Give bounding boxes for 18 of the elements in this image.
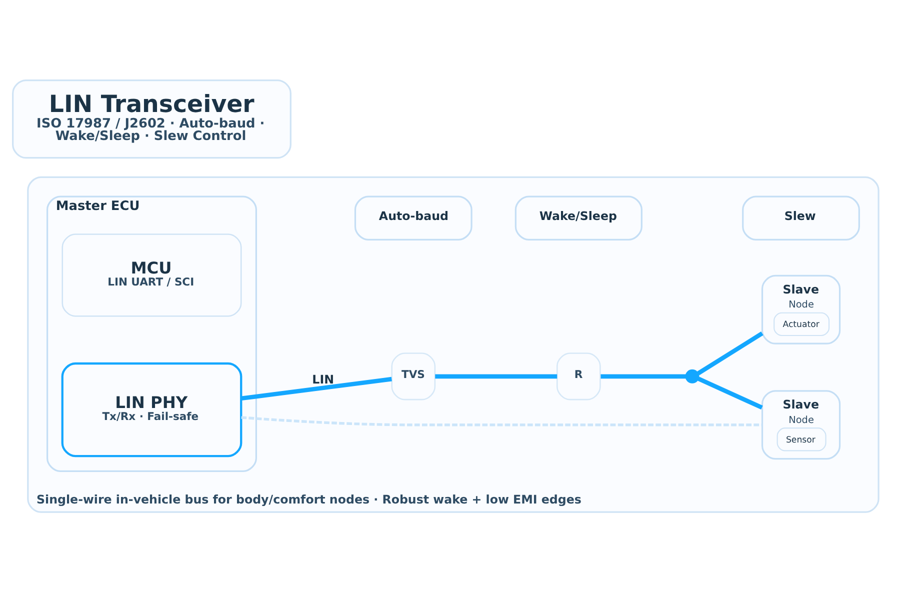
node-box: Slave Node Sensor (761, 390, 841, 460)
node-box: MCU LIN UART / SCI (62, 233, 242, 316)
node-box: Slew (742, 195, 860, 240)
connector (697, 330, 764, 375)
connector (241, 376, 392, 400)
node-box: LIN Transceiver ISO 17987 / J2602 · Auto-baud · Wake/Sleep · Slew Control (12, 79, 292, 158)
edge-label: LIN (312, 372, 334, 386)
node-box: Wake/Sleep (514, 195, 642, 240)
node-box: Auto-baud (354, 195, 472, 240)
connector (600, 374, 686, 378)
connector (698, 376, 763, 410)
node-box: TVS (391, 352, 436, 400)
connector (241, 416, 762, 426)
node-box: LIN PHY Tx/Rx · Fail-safe (61, 362, 242, 457)
node-circle (685, 368, 700, 383)
node-box: R (556, 352, 601, 400)
node-box: Slave Node Actuator (761, 274, 841, 344)
connector (435, 374, 558, 378)
